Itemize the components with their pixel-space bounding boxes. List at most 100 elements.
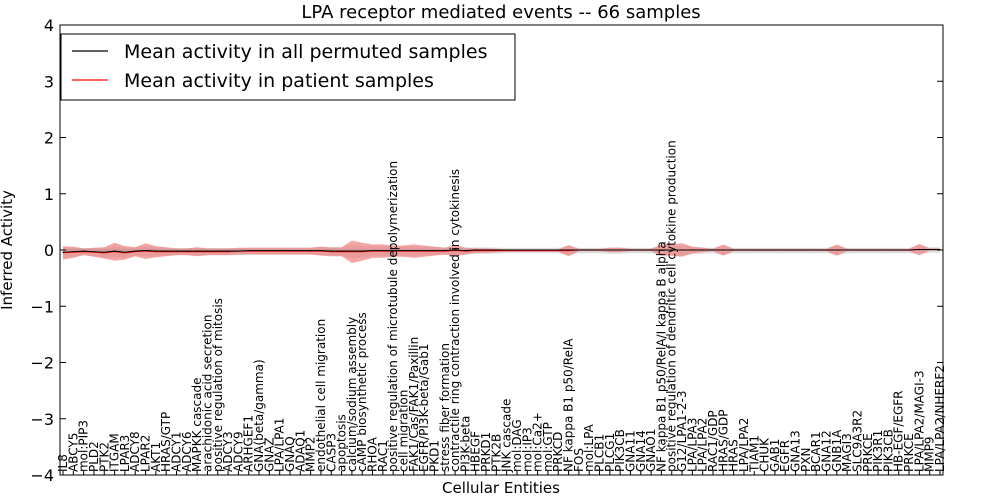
x-tick-label: LPA/LPA2 bbox=[737, 418, 751, 472]
permuted-point bbox=[268, 249, 270, 252]
y-tick-label: 1 bbox=[44, 185, 54, 204]
permuted-point bbox=[578, 249, 580, 251]
permuted-point bbox=[175, 250, 178, 252]
permuted-point bbox=[279, 249, 281, 252]
x-tick-label: mol:DAG bbox=[510, 419, 524, 472]
permuted-point bbox=[454, 249, 456, 251]
permuted-point bbox=[805, 249, 807, 251]
permuted-point bbox=[165, 250, 167, 252]
x-tick-label: ADCY8 bbox=[128, 431, 142, 472]
x-tick-label: PIK3CB bbox=[881, 429, 895, 472]
x-tick-label: RAC1 bbox=[376, 440, 390, 472]
permuted-point bbox=[382, 249, 384, 252]
x-tick-label: RAC1/GDP bbox=[706, 410, 720, 472]
x-tick-label: EGFR/PI3K-beta/Gab1 bbox=[417, 343, 431, 472]
patient-band bbox=[63, 240, 940, 263]
x-tick-label: ADCY1 bbox=[169, 431, 183, 472]
x-tick-label: CASP3 bbox=[324, 433, 338, 472]
permuted-point bbox=[475, 249, 477, 251]
x-tick-label: HBEGF bbox=[469, 431, 483, 472]
permuted-point bbox=[918, 248, 920, 251]
permuted-point bbox=[784, 249, 786, 251]
permuted-point bbox=[227, 250, 229, 252]
permuted-point bbox=[908, 249, 910, 251]
permuted-point bbox=[764, 249, 766, 251]
y-tick-label: −4 bbox=[30, 466, 54, 485]
x-tick-label: ITGAM bbox=[108, 433, 122, 472]
permuted-point bbox=[598, 249, 601, 251]
permuted-point bbox=[887, 249, 890, 251]
y-tick-label: 2 bbox=[44, 129, 54, 148]
y-tick-label: 0 bbox=[44, 241, 54, 260]
x-tick-label: mol:LPA bbox=[582, 423, 596, 472]
permuted-point bbox=[898, 249, 900, 251]
permuted-point bbox=[217, 250, 219, 252]
legend-box bbox=[60, 33, 516, 101]
x-tick-label: IL8 bbox=[56, 454, 70, 472]
x-tick-label: positive regulation of dendritic cell cy… bbox=[665, 140, 679, 472]
permuted-point bbox=[929, 248, 931, 251]
permuted-point bbox=[62, 251, 64, 253]
permuted-point bbox=[320, 249, 322, 252]
x-tick-label: GNAQ bbox=[283, 436, 297, 472]
x-tick-label: HB-EGF/EGFR bbox=[892, 390, 906, 472]
x-tick-label: PLCG1 bbox=[603, 433, 617, 472]
permuted-point bbox=[72, 251, 74, 253]
x-tick-label: apoptosis bbox=[335, 414, 349, 472]
permuted-point bbox=[330, 250, 332, 252]
x-tick-label: BCAR1 bbox=[809, 431, 823, 472]
x-tick-label: mol:IP3 bbox=[520, 427, 534, 472]
permuted-point bbox=[681, 249, 683, 251]
permuted-point bbox=[753, 249, 755, 251]
permuted-point bbox=[815, 249, 817, 251]
x-axis-title: Cellular Entities bbox=[442, 479, 560, 497]
x-tick-label: ADCY9 bbox=[231, 431, 245, 472]
x-tick-label: PIK3CB bbox=[613, 429, 627, 472]
x-tick-label: MMP9 bbox=[923, 436, 937, 472]
x-axis: IL8ABCY5mol:PIP3PLD2PTK2ITGAMLPAR3ADCY8L… bbox=[56, 140, 947, 475]
x-tick-label: GAB1 bbox=[768, 439, 782, 472]
permuted-point bbox=[361, 250, 363, 252]
x-tick-label: mol:GTP bbox=[541, 422, 555, 472]
permuted-point bbox=[237, 250, 239, 252]
permuted-point bbox=[310, 249, 312, 252]
x-tick-label: MMP2 bbox=[304, 436, 318, 472]
x-tick-label: PRKCE bbox=[902, 433, 916, 472]
x-tick-label: PTK2 bbox=[97, 442, 111, 472]
permuted-point bbox=[289, 249, 291, 252]
y-tick-label: 3 bbox=[44, 72, 54, 91]
x-tick-label: PRKCE bbox=[861, 433, 875, 472]
y-tick-label: −1 bbox=[30, 297, 54, 316]
permuted-point bbox=[495, 249, 497, 251]
x-tick-label: stress fiber formation bbox=[438, 343, 452, 472]
permuted-point bbox=[526, 249, 528, 251]
x-tick-label: GNA12 bbox=[820, 430, 834, 472]
permuted-point bbox=[640, 249, 642, 251]
x-tick-label: ADAQ1 bbox=[293, 430, 307, 472]
permuted-point bbox=[619, 249, 621, 251]
x-tick-label: GNA14 bbox=[634, 430, 648, 472]
x-tick-label: endothelial cell migration bbox=[314, 319, 328, 472]
x-tick-label: GNA11 bbox=[623, 430, 637, 472]
permuted-point bbox=[660, 249, 663, 251]
x-tick-label: PLCB1 bbox=[593, 434, 607, 472]
x-tick-label: cAMP biosynthetic process bbox=[355, 312, 369, 472]
permuted-point bbox=[877, 249, 879, 251]
y-tick-label: −3 bbox=[30, 410, 54, 429]
x-tick-label: positive regulation of mitosis bbox=[211, 298, 225, 472]
permuted-point bbox=[537, 249, 539, 251]
x-tick-label: PTK2B bbox=[489, 434, 503, 472]
y-tick-label: −2 bbox=[30, 354, 54, 373]
permuted-point bbox=[867, 249, 869, 251]
permuted-point bbox=[671, 249, 673, 251]
x-tick-label: SLC9A3R2 bbox=[850, 410, 864, 472]
permuted-point bbox=[134, 250, 136, 252]
x-tick-label: LPAR2 bbox=[139, 435, 153, 472]
x-tick-label: PXN bbox=[799, 448, 813, 472]
x-tick-label: LPA/LPA3 bbox=[685, 418, 699, 472]
permuted-point bbox=[609, 249, 611, 251]
x-tick-label: LPA/LPA2/MAGI-3 bbox=[912, 370, 926, 472]
permuted-point bbox=[846, 249, 848, 251]
